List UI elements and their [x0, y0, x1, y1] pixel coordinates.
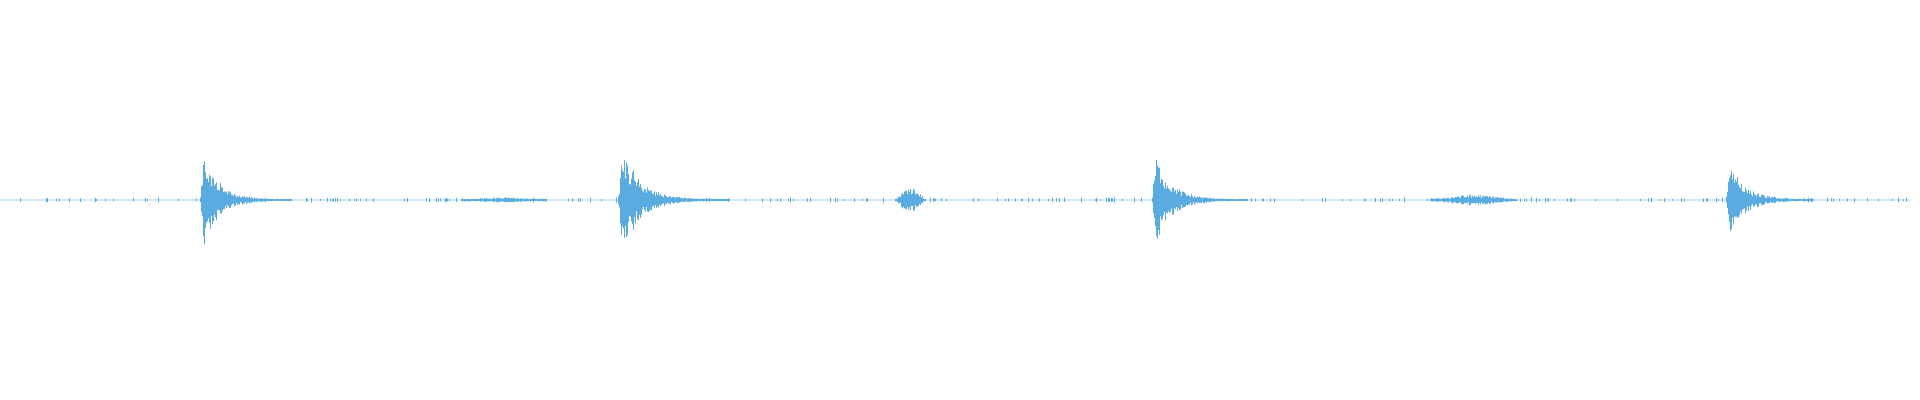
waveform-samples — [20, 159, 1907, 245]
